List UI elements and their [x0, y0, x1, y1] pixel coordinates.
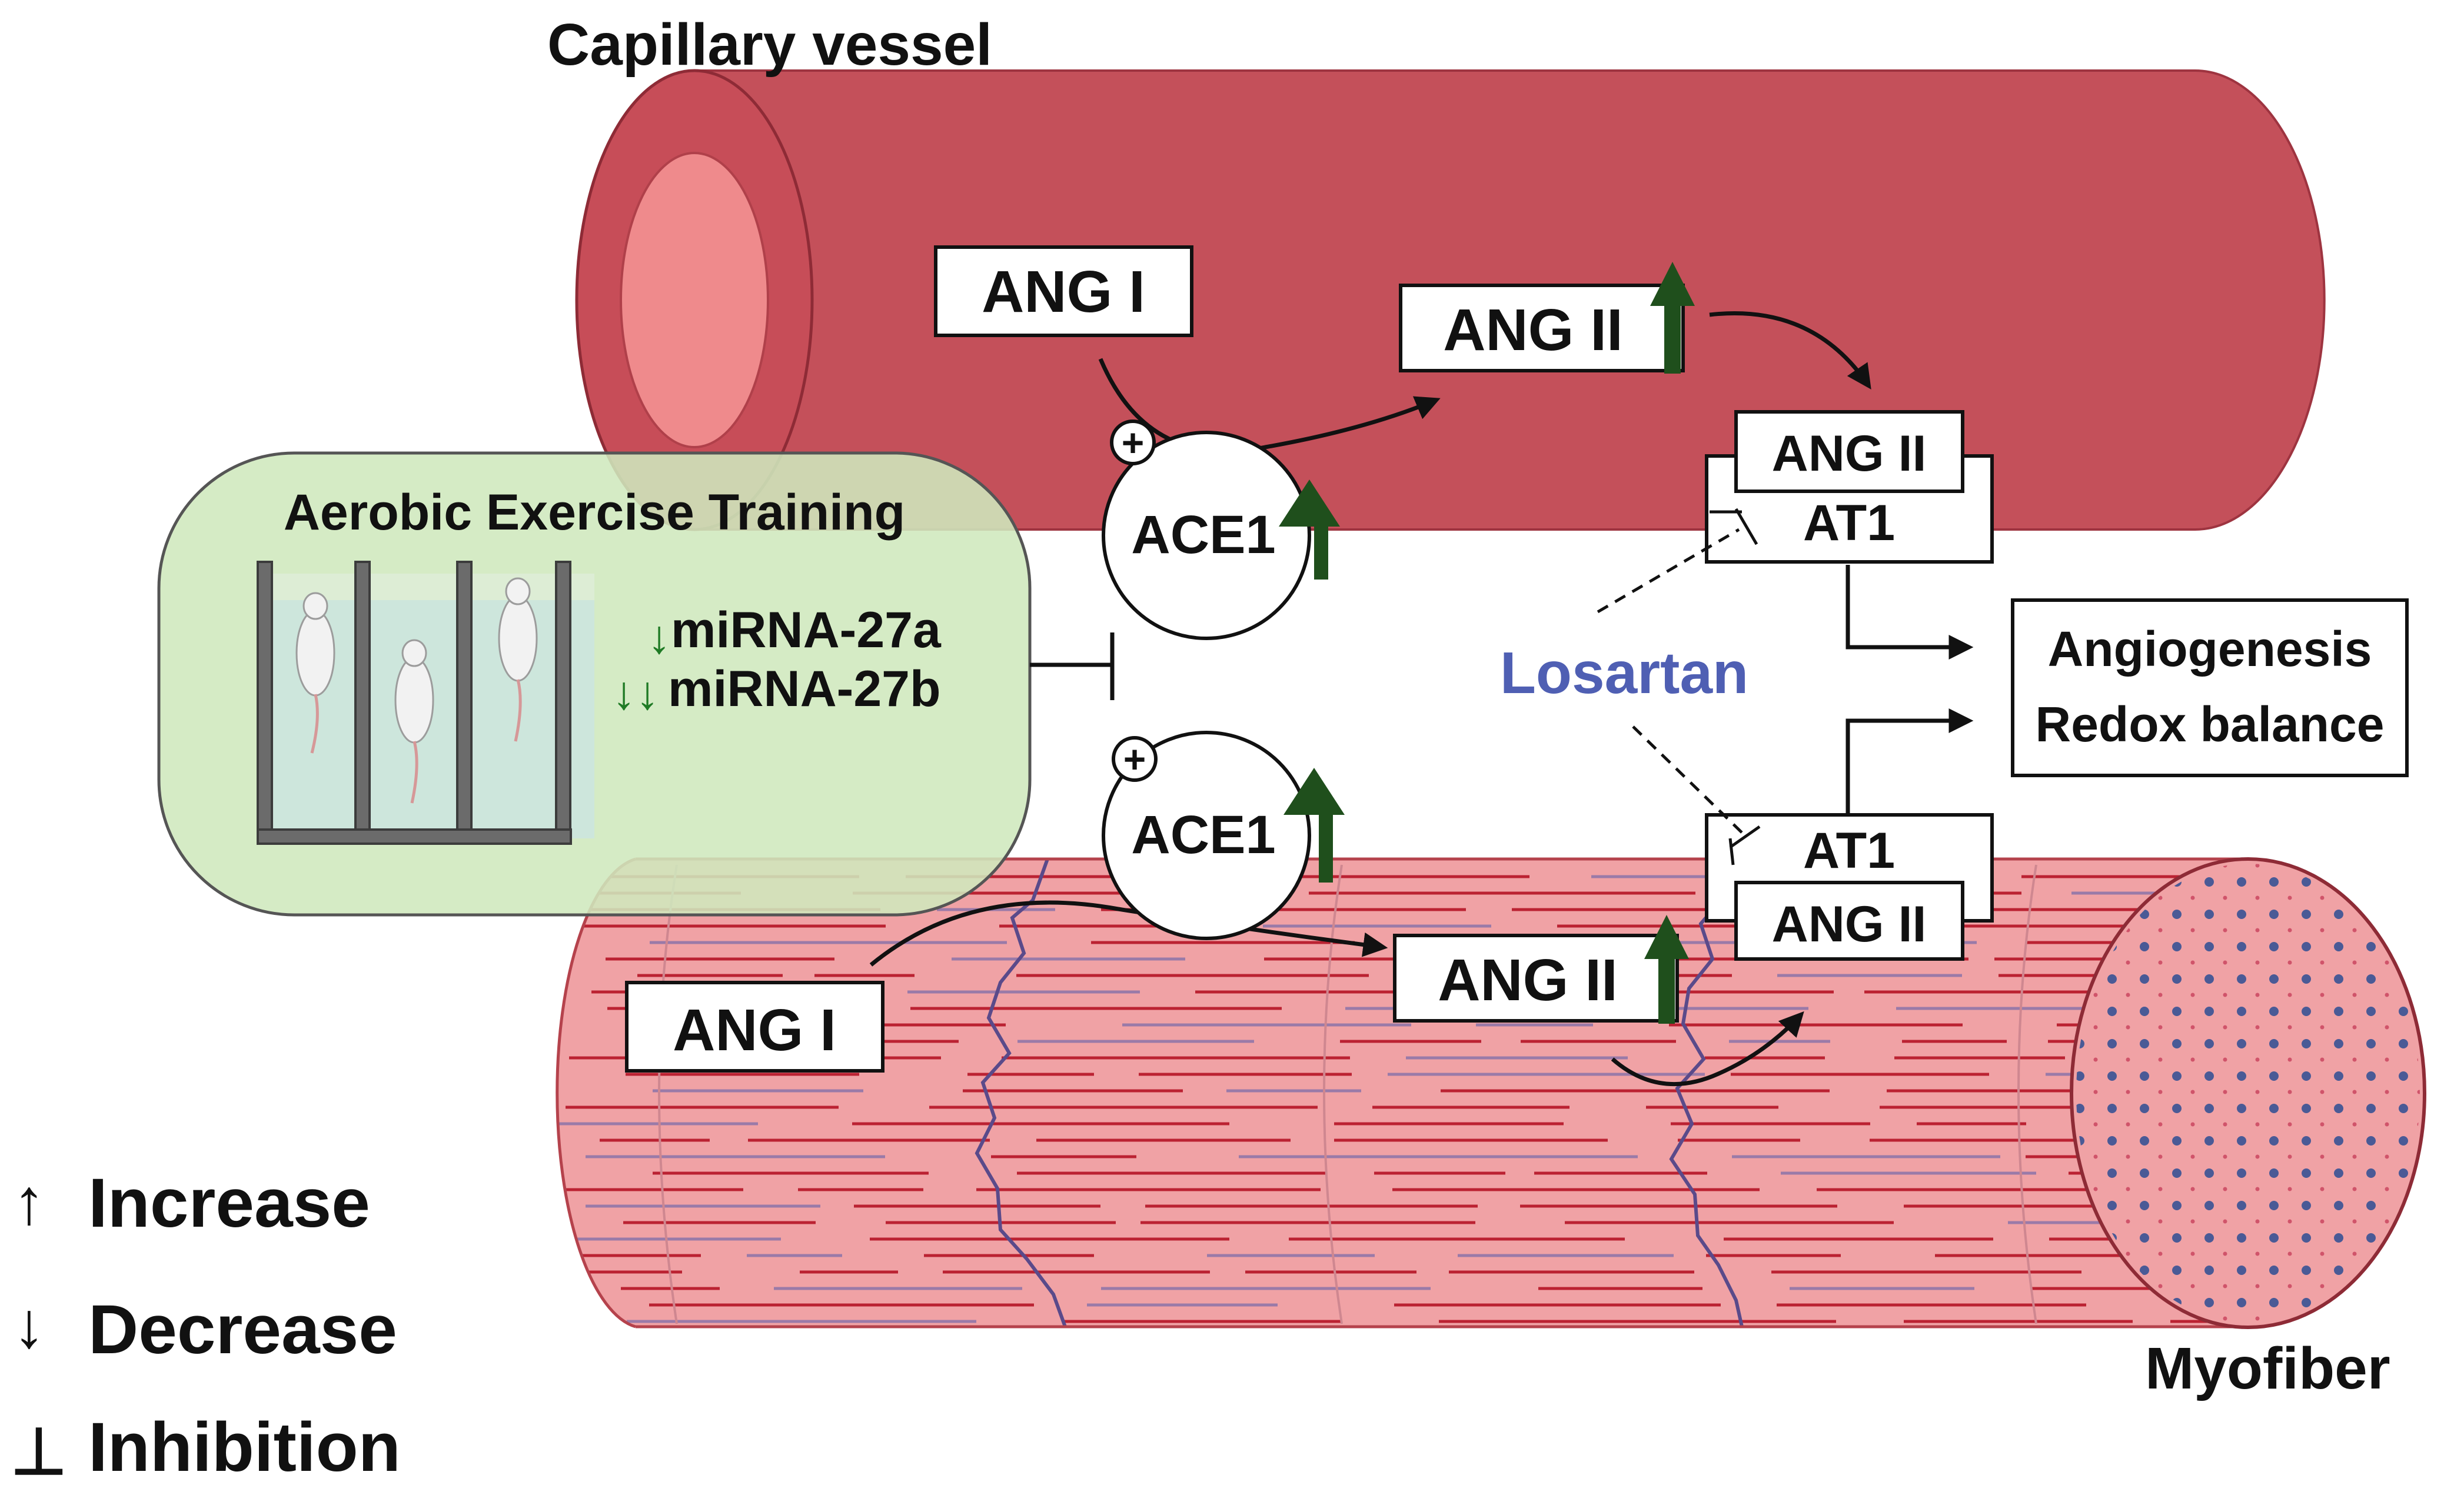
- legend-inhibition-symbol: ⊥: [11, 1416, 67, 1488]
- mirna-27b-label: miRNA-27b: [668, 661, 941, 717]
- myo-at1-receptor: AT1 ANG II: [1705, 813, 1994, 961]
- vessel-ang1-box: ANG I: [934, 245, 1193, 337]
- mirna-27a-arrow: ↓: [647, 611, 671, 663]
- plus-icon: [1110, 419, 1156, 465]
- myofiber: [556, 857, 2426, 1329]
- outcome-angiogenesis: Angiogenesis: [2048, 621, 2372, 677]
- increase-arrow-icon: [1279, 480, 1340, 580]
- myofiber-segment-lines: [658, 864, 2037, 1324]
- outcome-box: Angiogenesis Redox balance: [2011, 598, 2409, 777]
- svg-text:ANG I: ANG I: [673, 997, 836, 1063]
- svg-text:+: +: [1123, 737, 1146, 781]
- legend-inhibition-label: Inhibition: [88, 1409, 401, 1486]
- rat-icon: [498, 577, 538, 742]
- svg-text:ANG I: ANG I: [982, 259, 1145, 325]
- vessel-to-outcome-arrow: [1845, 565, 1974, 660]
- myo-ace1-label: ACE1: [1131, 805, 1275, 865]
- vessel-at1-receptor: ANG II AT1: [1705, 410, 1994, 564]
- vessel-ace1-enzyme: ACE1 +: [1102, 419, 1311, 640]
- exercise-title: Aerobic Exercise Training: [284, 484, 905, 541]
- myo-at1-label: AT1: [1803, 823, 1895, 879]
- myo-to-outcome-arrow: [1845, 708, 1974, 815]
- legend: ↑ Increase ↓ Decrease ⊥ Inhibition: [11, 1164, 401, 1488]
- legend-increase-symbol: ↑: [13, 1166, 45, 1238]
- exercise-panel: Aerobic Exercise Training: [157, 451, 1032, 917]
- capillary-vessel-label: Capillary vessel: [547, 12, 992, 78]
- vessel-ang1-to-ang2-arrow: [1098, 358, 1441, 454]
- legend-increase-label: Increase: [88, 1164, 370, 1242]
- vessel-ace1-label: ACE1: [1131, 505, 1275, 565]
- myo-ang2-to-receptor-arrow: [1611, 1011, 1804, 1087]
- losartan-label: Losartan: [1500, 640, 1748, 706]
- rat-icon: [394, 639, 434, 804]
- svg-text:+: +: [1122, 421, 1145, 464]
- myofiber-label: Myofiber: [2145, 1336, 2390, 1401]
- mirna-27a-label: miRNA-27a: [671, 602, 942, 658]
- losartan-block-lines: [1597, 508, 1761, 865]
- svg-text:ANG II: ANG II: [1443, 297, 1623, 363]
- mirna-inhibition-line: [1030, 632, 1115, 700]
- legend-decrease-symbol: ↓: [13, 1289, 45, 1361]
- vessel-receptor-ligand-label: ANG II: [1772, 425, 1927, 482]
- myo-ang2-box: ANG II: [1393, 934, 1679, 1023]
- vessel-ang2-to-receptor-arrow: [1709, 311, 1871, 389]
- increase-arrow-icon: [1644, 915, 1689, 1024]
- myo-receptor-ligand-label: ANG II: [1772, 896, 1927, 953]
- rat-icon: [295, 592, 335, 754]
- outcome-redox-balance: Redox balance: [2036, 697, 2385, 752]
- vessel-lumen: [620, 152, 769, 448]
- swimming-tank-icon: [257, 561, 594, 845]
- plus-icon: [1112, 736, 1158, 782]
- vessel-at1-label: AT1: [1803, 495, 1895, 551]
- mirna-27b-arrow: ↓↓: [612, 667, 659, 719]
- increase-arrow-icon: [1283, 768, 1345, 883]
- myo-ace1-enzyme: ACE1 +: [1102, 731, 1311, 940]
- myofiber-zigzag-boundaries: [975, 859, 1744, 1327]
- myo-ang1-to-ang2-arrow: [869, 900, 1388, 967]
- svg-text:ANG II: ANG II: [1438, 947, 1618, 1013]
- myofiber-cross-section: [2076, 864, 2420, 1323]
- vessel-ang2-box: ANG II: [1399, 284, 1685, 372]
- increase-arrow-icon: [1650, 262, 1695, 374]
- legend-decrease-label: Decrease: [88, 1291, 397, 1369]
- myo-ang1-box: ANG I: [625, 981, 884, 1073]
